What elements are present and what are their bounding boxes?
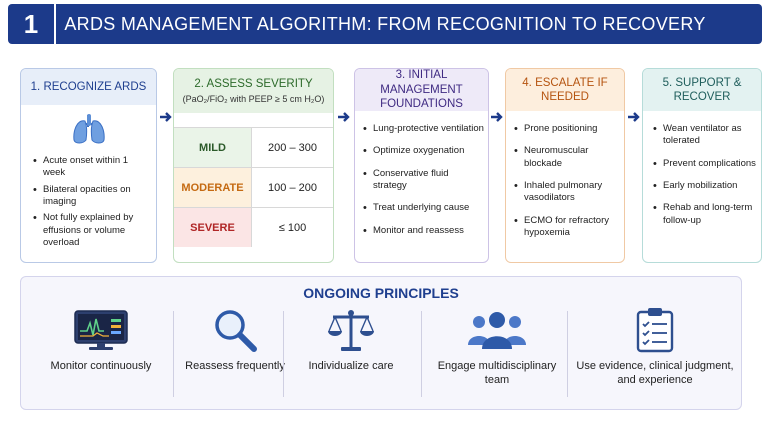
- step-support-card: 5. SUPPORT & RECOVER Wean ventilator as …: [642, 68, 762, 263]
- principle-evidence: Use evidence, clinical judgment, and exp…: [573, 307, 737, 407]
- severity-value-severe: ≤ 100: [278, 221, 307, 234]
- list-item: Prone positioning: [514, 123, 620, 135]
- severity-value-moderate: 100 – 200: [268, 181, 317, 194]
- severity-row: MILD 200 – 300: [174, 127, 333, 167]
- list-item: Rehab and long-term follow-up: [653, 202, 757, 227]
- severity-row: SEVERE ≤ 100: [174, 207, 333, 247]
- principle-label: Monitor continuously: [50, 360, 152, 372]
- principle-label: Reassess frequently: [185, 360, 285, 372]
- list-item: Optimize oxygenation: [363, 145, 484, 157]
- step-support-title: 5. SUPPORT & RECOVER: [643, 69, 761, 111]
- checklist-icon: [636, 308, 674, 353]
- severity-value-mild: 200 – 300: [268, 141, 317, 154]
- principle-monitor: Monitor continuously: [41, 307, 161, 407]
- monitor-icon: [74, 310, 128, 350]
- list-item: Bilateral opacities on imaging: [33, 184, 150, 209]
- divider: [421, 311, 422, 397]
- list-item: Lung-protective ventilation: [363, 123, 484, 135]
- list-item: Neuromuscular blockade: [514, 145, 620, 170]
- step-initial-card: 3. INITIAL MANAGEMENT FOUNDATIONS Lung-p…: [354, 68, 489, 263]
- list-item: ECMO for refractory hypoxemia: [514, 215, 620, 240]
- severity-label-mild: MILD: [174, 128, 252, 167]
- page-title: ARDS MANAGEMENT ALGORITHM: FROM RECOGNIT…: [64, 13, 706, 34]
- arrow-right-icon: [338, 112, 350, 122]
- list-item: Monitor and reassess: [363, 225, 484, 237]
- step-initial-title: 3. INITIAL MANAGEMENT FOUNDATIONS: [355, 69, 488, 111]
- step-recognize-card: 1. RECOGNIZE ARDS Acute onset within 1 w…: [20, 68, 157, 263]
- list-item: Inhaled pulmonary vasodilators: [514, 180, 620, 205]
- principles-title: ONGOING PRINCIPLES: [303, 285, 459, 301]
- scales-icon: [328, 310, 374, 351]
- divider: [283, 311, 284, 397]
- principle-reassess: Reassess frequently: [181, 307, 289, 407]
- step-assess-card: 2. ASSESS SEVERITY (PaO₂/FiO₂ with PEEP …: [173, 68, 334, 263]
- severity-label-severe: SEVERE: [174, 208, 252, 247]
- principle-team: Engage multidisciplinary team: [429, 307, 565, 407]
- step-escalate-card: 4. ESCALATE IF NEEDED Prone positioning …: [505, 68, 625, 263]
- principle-label: Engage multidisciplinary team: [437, 360, 557, 387]
- arrow-right-icon: [628, 112, 640, 122]
- list-item: Acute onset within 1 week: [33, 155, 150, 180]
- step-assess-title: 2. ASSESS SEVERITY: [194, 78, 313, 91]
- step-escalate-title: 4. ESCALATE IF NEEDED: [506, 69, 624, 111]
- principle-label: Use evidence, clinical judgment, and exp…: [576, 360, 734, 387]
- title-bar: 1 ARDS MANAGEMENT ALGORITHM: FROM RECOGN…: [8, 4, 762, 44]
- step-assess-header: 2. ASSESS SEVERITY (PaO₂/FiO₂ with PEEP …: [174, 69, 333, 113]
- team-icon: [468, 312, 526, 349]
- list-item: Treat underlying cause: [363, 202, 484, 214]
- list-item: Conservative fluid strategy: [363, 168, 484, 193]
- divider: [173, 311, 174, 397]
- divider: [567, 311, 568, 397]
- lungs-icon: [72, 114, 105, 144]
- arrow-right-icon: [160, 112, 172, 122]
- arrow-right-icon: [491, 112, 503, 122]
- severity-label-moderate: MODERATE: [174, 168, 252, 207]
- magnifier-icon: [215, 310, 257, 352]
- list-item: Not fully explained by effusions or volu…: [33, 212, 150, 249]
- principle-label: Individualize care: [308, 360, 394, 372]
- list-item: Early mobilization: [653, 180, 757, 192]
- step-assess-subtitle: (PaO₂/FiO₂ with PEEP ≥ 5 cm H₂O): [182, 93, 325, 104]
- step-recognize-title: 1. RECOGNIZE ARDS: [21, 69, 156, 105]
- principle-individualize: Individualize care: [291, 307, 411, 407]
- ongoing-principles-panel: ONGOING PRINCIPLES Monitor continuously: [20, 276, 742, 410]
- section-number: 1: [8, 4, 56, 44]
- severity-row: MODERATE 100 – 200: [174, 167, 333, 207]
- list-item: Wean ventilator as tolerated: [653, 123, 757, 148]
- list-item: Prevent complications: [653, 158, 757, 170]
